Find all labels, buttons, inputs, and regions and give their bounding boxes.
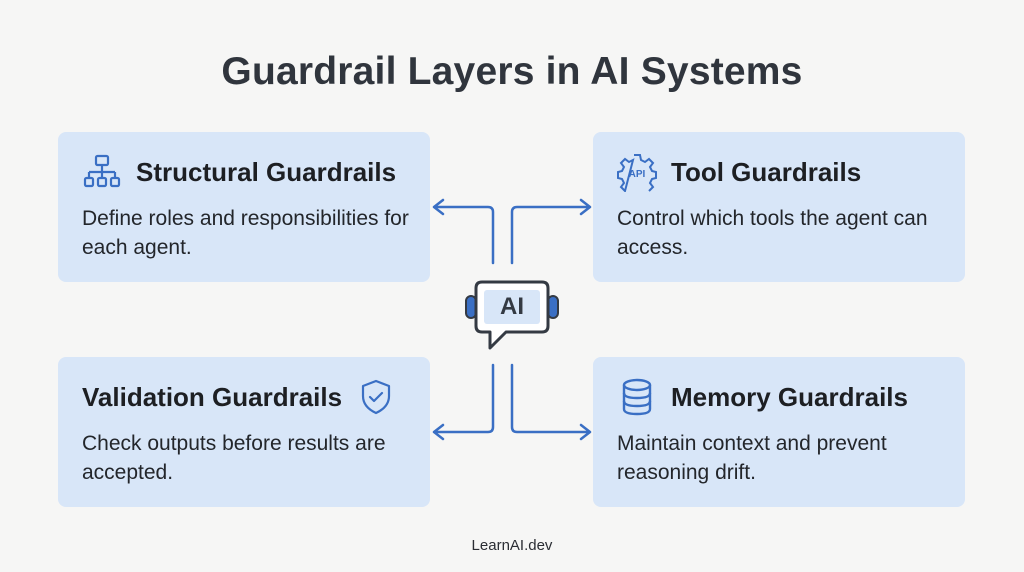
card-memory-guardrails: Memory Guardrails Maintain context and p…: [593, 357, 965, 507]
database-icon: [617, 377, 657, 417]
card-title: Tool Guardrails: [671, 156, 862, 187]
card-title: Memory Guardrails: [671, 381, 908, 412]
ai-chat-headset-icon: [465, 280, 559, 350]
card-description: Control which tools the agent can access…: [617, 207, 928, 259]
card-tool-guardrails: API Tool Guardrails Control which tools …: [593, 132, 965, 282]
card-validation-guardrails: Validation Guardrails Check outputs befo…: [58, 357, 430, 507]
card-title: Structural Guardrails: [136, 156, 397, 187]
card-structural-guardrails: Structural Guardrails Define roles and r…: [58, 132, 430, 282]
api-gear-icon: API: [617, 152, 657, 192]
ai-label: AI: [500, 293, 524, 320]
card-description: Define roles and responsibilities for ea…: [82, 207, 409, 259]
arrow-to-tool: [510, 198, 592, 265]
arrow-to-validation: [432, 363, 495, 441]
arrow-to-structural: [432, 198, 495, 265]
card-title: Validation Guardrails: [82, 381, 343, 412]
card-description: Maintain context and prevent reasoning d…: [617, 432, 887, 484]
footer-brand: LearnAI.dev: [471, 537, 553, 554]
svg-text:API: API: [629, 169, 646, 180]
arrow-to-memory: [510, 363, 592, 441]
page-title: Guardrail Layers in AI Systems: [221, 50, 803, 93]
card-description: Check outputs before results are accepte…: [82, 432, 386, 484]
hierarchy-icon: [82, 152, 122, 192]
shield-check-icon: [356, 377, 396, 417]
